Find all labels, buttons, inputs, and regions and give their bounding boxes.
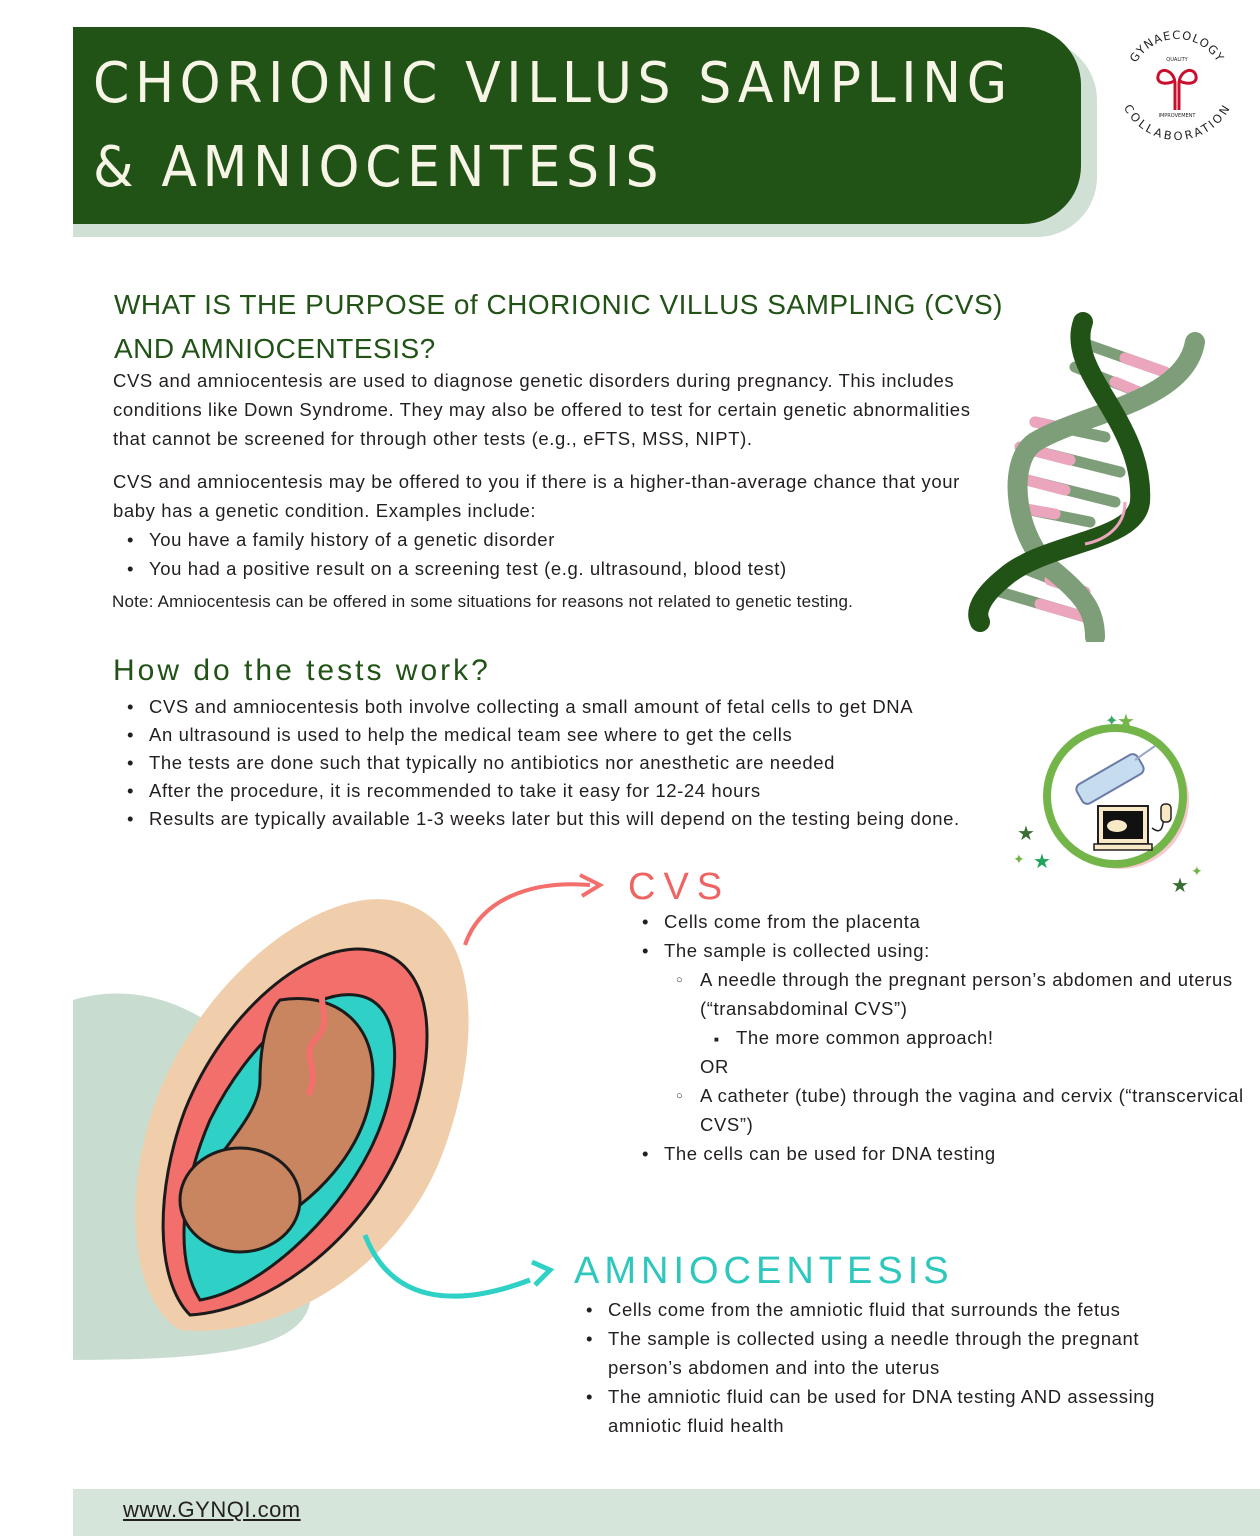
title-banner xyxy=(73,27,1081,224)
cvs-heading: CVS xyxy=(628,866,731,908)
how-list-block: CVS and amniocentesis both involve colle… xyxy=(113,693,1033,833)
purpose-paragraph-1: CVS and amniocentesis are used to diagno… xyxy=(113,370,971,449)
list-item: The sample is collected using a needle t… xyxy=(586,1324,1212,1382)
svg-text:★: ★ xyxy=(1017,823,1035,845)
list-item: The amniotic fluid can be used for DNA t… xyxy=(586,1382,1212,1440)
cvs-method-note-list: The more common approach! xyxy=(700,1023,1248,1054)
title-line-2: & AMNIOCENTESIS xyxy=(93,135,665,200)
list-item: Results are typically available 1-3 week… xyxy=(127,805,1033,833)
list-item: CVS and amniocentesis both involve colle… xyxy=(127,693,1033,721)
page-title: CHORIONIC VILLUS SAMPLING & AMNIOCENTESI… xyxy=(93,42,1082,210)
list-item-label: The sample is collected using: xyxy=(664,940,930,961)
list-item: You had a positive result on a screening… xyxy=(127,554,993,583)
gynqi-logo-icon: GYNAECOLOGY COLLABORATION QUALITY IMPROV… xyxy=(1121,28,1233,143)
how-heading: How do the tests work? xyxy=(113,654,491,687)
svg-text:✦: ✦ xyxy=(1013,851,1025,867)
svg-text:QUALITY: QUALITY xyxy=(1166,57,1188,63)
cvs-list-block: Cells come from the placenta The sample … xyxy=(628,907,1248,1168)
purpose-heading-line-2: AND AMNIOCENTESIS? xyxy=(114,333,436,364)
purpose-heading-line-1: WHAT IS THE PURPOSE of CHORIONIC VILLUS … xyxy=(114,289,1003,320)
title-line-1: CHORIONIC VILLUS SAMPLING xyxy=(93,51,1013,116)
list-item: The cells can be used for DNA testing xyxy=(642,1139,1248,1168)
list-item: A needle through the pregnant person’s a… xyxy=(676,965,1248,1054)
purpose-paragraph-2: CVS and amniocentesis may be offered to … xyxy=(113,471,960,521)
svg-text:★: ★ xyxy=(1171,875,1189,897)
list-item: The sample is collected using: A needle … xyxy=(642,936,1248,1139)
svg-text:✦: ✦ xyxy=(1191,863,1203,879)
svg-text:★: ★ xyxy=(1033,851,1051,873)
or-label: OR xyxy=(700,1056,729,1077)
list-item: An ultrasound is used to help the medica… xyxy=(127,721,1033,749)
website-link[interactable]: www.GYNQI.com xyxy=(123,1497,301,1522)
list-item: The tests are done such that typically n… xyxy=(127,749,1033,777)
cvs-methods-list: A needle through the pregnant person’s a… xyxy=(664,965,1248,1054)
list-item: You have a family history of a genetic d… xyxy=(127,525,993,554)
dna-helix-icon xyxy=(968,312,1205,642)
how-list: CVS and amniocentesis both involve colle… xyxy=(113,693,1033,833)
svg-text:IMPROVEMENT: IMPROVEMENT xyxy=(1159,113,1197,119)
list-item: The more common approach! xyxy=(714,1023,1248,1054)
list-item: Cells come from the placenta xyxy=(642,907,1248,936)
svg-text:✦: ✦ xyxy=(1105,713,1118,730)
cvs-list: Cells come from the placenta The sample … xyxy=(628,907,1248,1168)
footer-bar xyxy=(73,1489,1260,1536)
fetus-in-uterus-illustration xyxy=(73,873,605,1360)
list-item: A catheter (tube) through the vagina and… xyxy=(676,1081,1248,1139)
method-transabdominal: A needle through the pregnant person’s a… xyxy=(700,969,1233,1019)
purpose-paragraph-2-block: CVS and amniocentesis may be offered to … xyxy=(113,467,993,583)
note-text: Note: Amniocentesis can be offered in so… xyxy=(112,592,854,611)
svg-text:★: ★ xyxy=(1117,711,1135,733)
ultrasound-syringe-badge-icon: ✦ ★ ★ ✦ ★ ✦ ★ xyxy=(1013,711,1203,897)
purpose-heading: WHAT IS THE PURPOSE of CHORIONIC VILLUS … xyxy=(114,283,1003,371)
svg-text:COLLABORATION: COLLABORATION xyxy=(1121,102,1233,143)
amniocentesis-heading: AMNIOCENTESIS xyxy=(574,1250,954,1292)
cvs-methods-list-2: A catheter (tube) through the vagina and… xyxy=(664,1081,1248,1139)
amnio-list: Cells come from the amniotic fluid that … xyxy=(572,1295,1212,1440)
list-item: After the procedure, it is recommended t… xyxy=(127,777,1033,805)
list-item: Cells come from the amniotic fluid that … xyxy=(586,1295,1212,1324)
amnio-list-block: Cells come from the amniotic fluid that … xyxy=(572,1295,1212,1440)
examples-list: You have a family history of a genetic d… xyxy=(113,525,993,583)
